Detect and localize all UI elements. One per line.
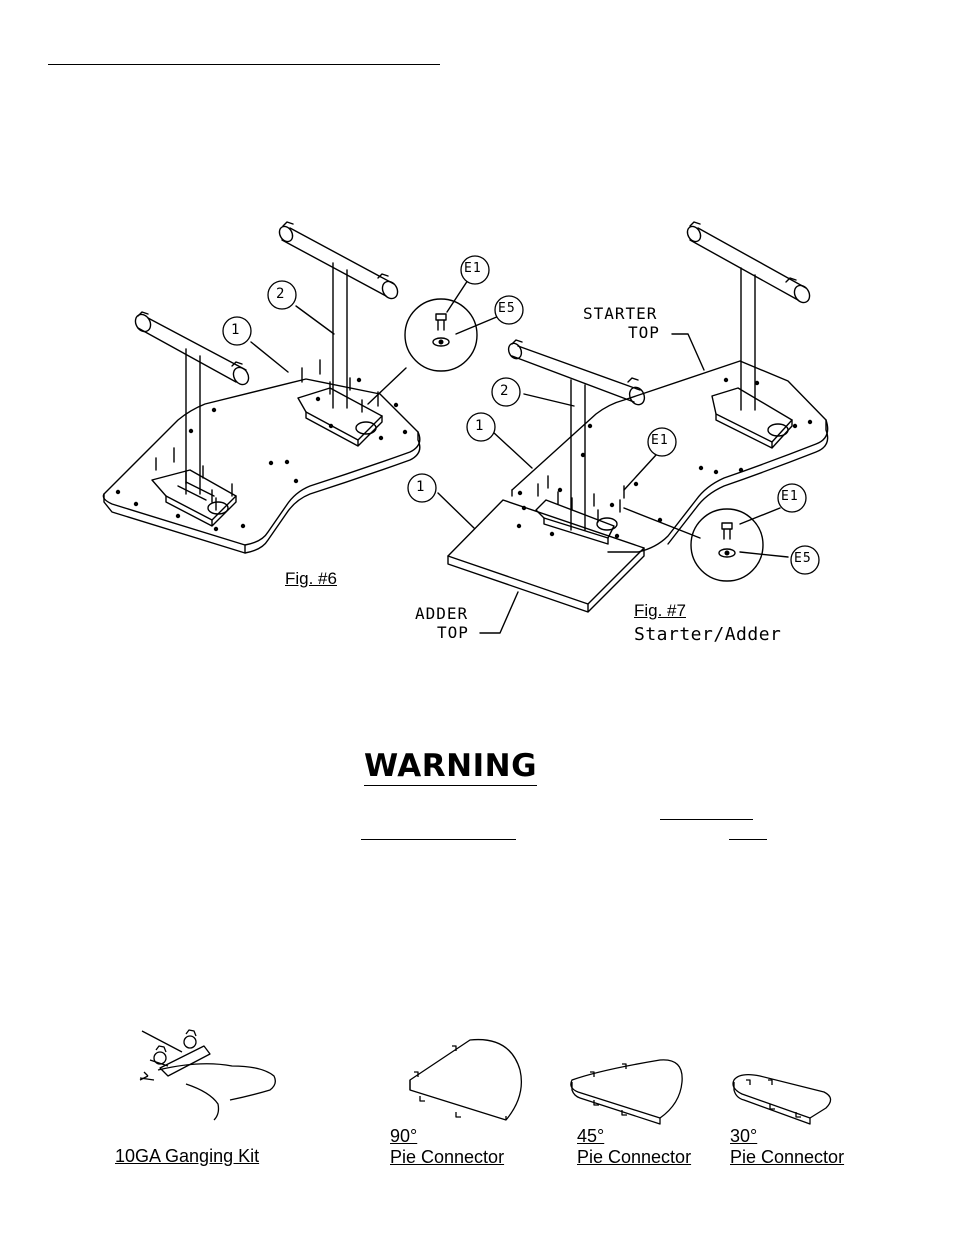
pie-90-name-label: Pie Connector <box>390 1147 505 1167</box>
ganging-kit-drawing <box>139 1029 276 1121</box>
balloon-label: E1 <box>781 489 799 504</box>
redacted-rule-3 <box>729 839 767 840</box>
fig7-leg-rear <box>686 221 811 449</box>
fig7-starter-top <box>511 360 829 553</box>
fig7-label: Fig. #7 <box>634 601 686 620</box>
balloon-label: 1 <box>231 322 241 338</box>
pie-45-angle-label: 45° <box>577 1126 605 1146</box>
pie-45-drawing <box>570 1059 683 1125</box>
balloon-label: 2 <box>500 383 510 399</box>
pie-90-angle-label: 90° <box>390 1126 418 1146</box>
balloon-label: E1 <box>651 433 669 448</box>
fig7-leg-front <box>507 339 646 545</box>
pie-30-name-label: Pie Connector <box>730 1147 845 1167</box>
pie-90-drawing <box>409 1038 523 1121</box>
redacted-rule-1 <box>660 819 753 820</box>
adder-top-label: TOP <box>437 623 469 642</box>
balloon-label: 1 <box>475 418 485 434</box>
starter-top-label: TOP <box>628 323 660 342</box>
pie-30-angle-label: 30° <box>730 1126 758 1146</box>
pie-30-drawing <box>732 1074 832 1125</box>
balloon-label: 2 <box>276 286 286 302</box>
starter-top-label: STARTER <box>583 304 658 323</box>
fig6-label: Fig. #6 <box>285 569 337 588</box>
warning-title: WARNING <box>364 748 538 786</box>
fig6-leg-front <box>134 311 250 527</box>
adder-top-label: ADDER <box>415 604 469 623</box>
balloon-label: E1 <box>464 261 482 276</box>
header-rule <box>48 64 440 65</box>
fig6-holes <box>115 377 408 532</box>
balloon-label: 1 <box>416 479 426 495</box>
redacted-rule-2 <box>361 839 516 840</box>
balloon-label: E5 <box>794 551 812 566</box>
fig6-leg-rear <box>278 221 399 447</box>
fig6-table-top <box>102 378 421 554</box>
ganging-kit-label: 10GA Ganging Kit <box>115 1146 260 1166</box>
fig7-holes <box>516 377 813 539</box>
balloon-label: E5 <box>498 301 516 316</box>
fig7-caption: Starter/Adder <box>634 624 782 645</box>
callout-balloons <box>222 255 820 575</box>
fig7-adder-top <box>447 499 645 613</box>
pie-45-name-label: Pie Connector <box>577 1147 692 1167</box>
